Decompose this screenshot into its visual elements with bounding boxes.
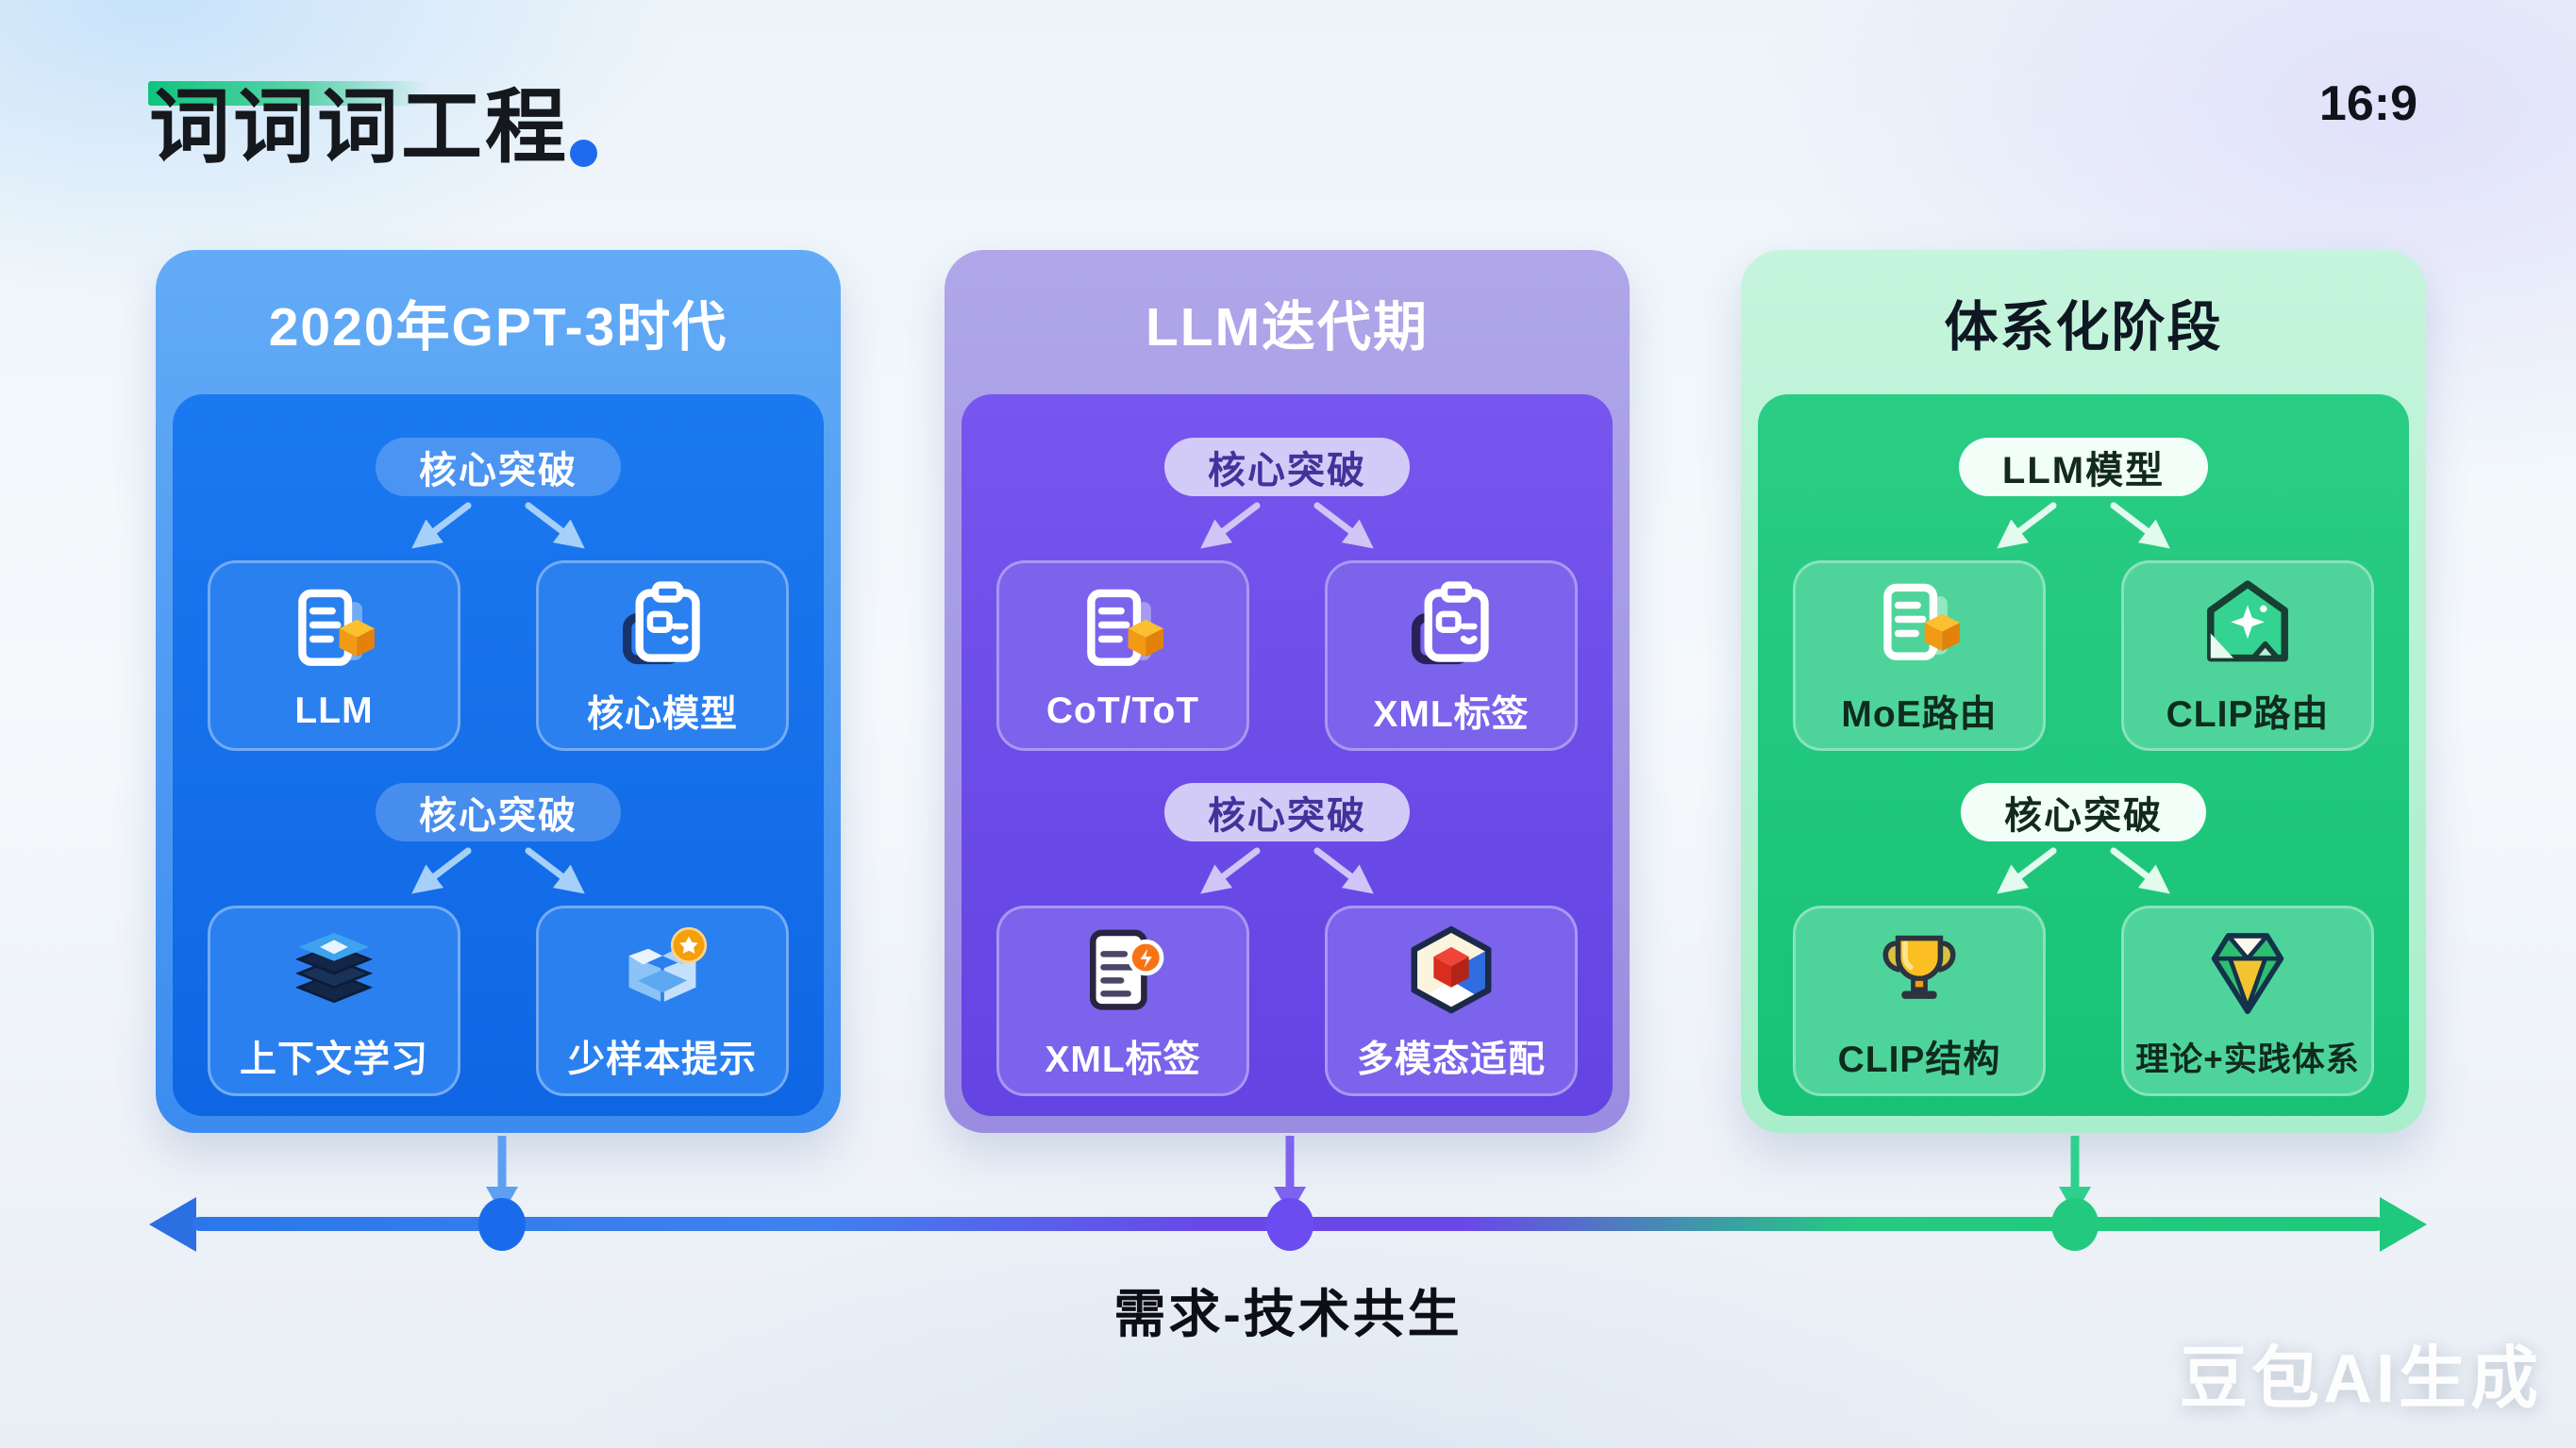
tile-label: 核心模型 [586, 694, 738, 735]
doc-badge-icon [1090, 929, 1164, 1010]
tile-row: MoE路由 CLIP路由 [1793, 560, 2374, 751]
stage-card-llm-iteration: LLM迭代期 核心突破 [945, 250, 1630, 1133]
card-panel: 核心突破 LLM [173, 394, 824, 1116]
title-accent-dot [570, 140, 597, 167]
tile-label: LLM [294, 691, 374, 731]
layers-icon [294, 932, 374, 1004]
section-badge: 核心突破 [1164, 783, 1410, 841]
fork-arrows-icon [1997, 847, 2170, 894]
timeline-right-arrow-icon [2380, 1197, 2427, 1252]
card-panel: LLM模型 MoE路由 [1758, 394, 2409, 1116]
stage-card-systematic-phase: 体系化阶段 LLM模型 [1741, 250, 2426, 1133]
tile-row: CLIP结构 理论+实践体系 [1793, 906, 2374, 1096]
tile-xml-tags: XML标签 [1325, 560, 1578, 751]
fork-arrows-icon [411, 502, 585, 549]
timeline-left-arrow-icon [149, 1197, 196, 1252]
section-badge: 核心突破 [1164, 438, 1410, 496]
tile-clip-routing: CLIP路由 [2121, 560, 2374, 751]
fork-arrows-icon [1200, 502, 1374, 549]
title-underline [148, 81, 427, 106]
tile-label: 理论+实践体系 [2135, 1040, 2360, 1078]
tile-cot-tot: CoT/ToT [996, 560, 1249, 751]
tile-label: CLIP结构 [1837, 1040, 2001, 1080]
section-badge: LLM模型 [1958, 438, 2209, 496]
tile-xml-tags-doc: XML标签 [996, 906, 1249, 1096]
timeline-dot-llm-iteration [1266, 1198, 1313, 1251]
timeline-caption: 需求-技术共生 [1113, 1285, 1463, 1343]
trophy-icon [1882, 935, 1956, 999]
card-title: 2020年GPT-3时代 [268, 296, 728, 358]
section-badge: 核心突破 [376, 783, 621, 841]
tile-clip-structure: CLIP结构 [1793, 906, 2046, 1096]
section-badge: 核心突破 [1961, 783, 2206, 841]
tile-label: 少样本提示 [567, 1040, 757, 1080]
clipboard-icon [623, 581, 700, 665]
tile-label: 多模态适配 [1356, 1040, 1546, 1080]
tile-label: CLIP路由 [2166, 694, 2330, 735]
tile-core-model: 核心模型 [536, 560, 789, 751]
doc-cube-icon [1087, 589, 1163, 666]
tile-label: XML标签 [1373, 694, 1530, 735]
tile-label: 上下文学习 [239, 1040, 428, 1080]
page-title: 词词词工程 [149, 82, 569, 173]
fork-arrows-icon [411, 847, 585, 894]
timeline-dot-systematic [2051, 1198, 2099, 1251]
section-badge: 核心突破 [376, 438, 621, 496]
tile-theory-practice: 理论+实践体系 [2121, 906, 2374, 1096]
tile-multimodal: 多模态适配 [1325, 906, 1578, 1096]
stage-card-gpt3-era: 2020年GPT-3时代 核心突破 [156, 250, 841, 1133]
page-title-block: 词词词工程 [149, 87, 569, 168]
timeline-dot-gpt3 [478, 1198, 526, 1251]
aspect-ratio-label: 16:9 [2318, 76, 2417, 131]
tile-label: CoT/ToT [1045, 691, 1200, 731]
tile-row: CoT/ToT XML标签 [996, 560, 1578, 751]
tile-label: MoE路由 [1841, 694, 1998, 735]
tile-llm: LLM [208, 560, 460, 751]
diamond-icon [2211, 932, 2284, 1014]
card-title: LLM迭代期 [1145, 296, 1430, 358]
clipboard-icon [1412, 581, 1489, 665]
tile-in-context-learning: 上下文学习 [208, 906, 460, 1096]
fork-arrows-icon [1200, 847, 1374, 894]
card-title: 体系化阶段 [1944, 296, 2223, 358]
watermark: 豆包AI生成 [2179, 1341, 2542, 1417]
tile-row: 上下文学习 少样本提示 [208, 906, 789, 1096]
tile-row: XML标签 多模态适配 [996, 906, 1578, 1096]
doc-cube-icon [298, 589, 375, 666]
hex-cube-icon [1411, 925, 1492, 1014]
tile-moe-routing: MoE路由 [1793, 560, 2046, 751]
tile-row: LLM 核心模型 [208, 560, 789, 751]
doc-cube-icon [1883, 583, 1960, 660]
house-plus-icon [2207, 580, 2288, 662]
card-panel: 核心突破 CoT/ToT [962, 394, 1613, 1116]
fork-arrows-icon [1997, 502, 2170, 549]
tile-few-shot-prompt: 少样本提示 [536, 906, 789, 1096]
box-coin-icon [628, 926, 708, 1002]
tile-label: XML标签 [1045, 1040, 1201, 1080]
